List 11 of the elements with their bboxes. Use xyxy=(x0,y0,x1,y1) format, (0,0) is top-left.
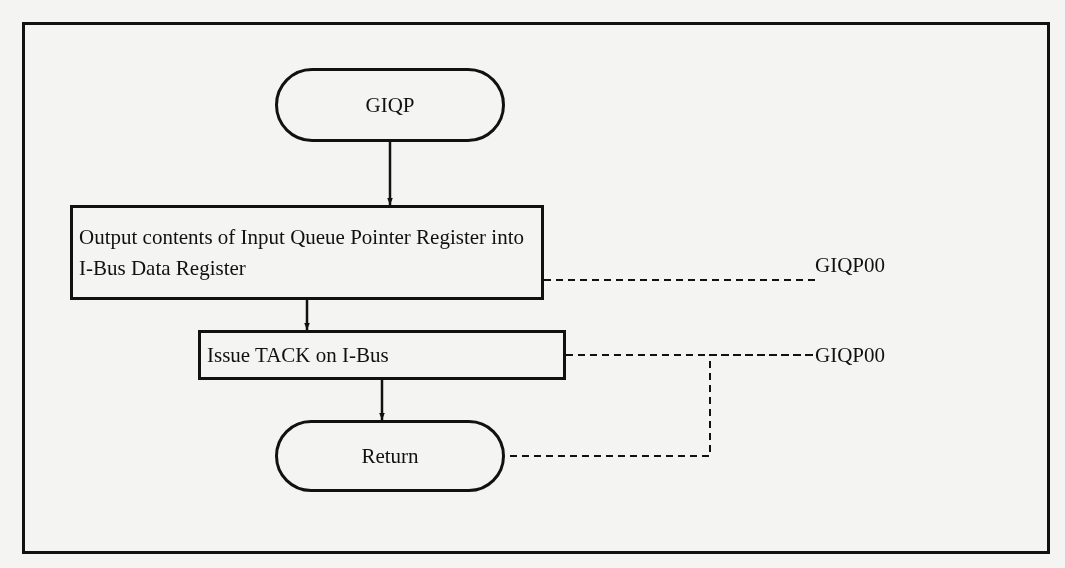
terminal-shape: Return xyxy=(275,420,505,492)
process-box: Output contents of Input Queue Pointer Register into I-Bus Data Register xyxy=(70,205,544,300)
process-box: Issue TACK on I-Bus xyxy=(198,330,566,380)
dashed-connector xyxy=(565,354,816,356)
terminal-shape: GIQP xyxy=(275,68,505,142)
signal-label: GIQP00 xyxy=(815,340,1040,370)
arrow xyxy=(304,300,310,330)
arrow xyxy=(387,142,393,205)
signal-label: GIQP00 xyxy=(815,250,1040,280)
dashed-connector xyxy=(543,279,816,281)
arrow xyxy=(379,380,385,420)
